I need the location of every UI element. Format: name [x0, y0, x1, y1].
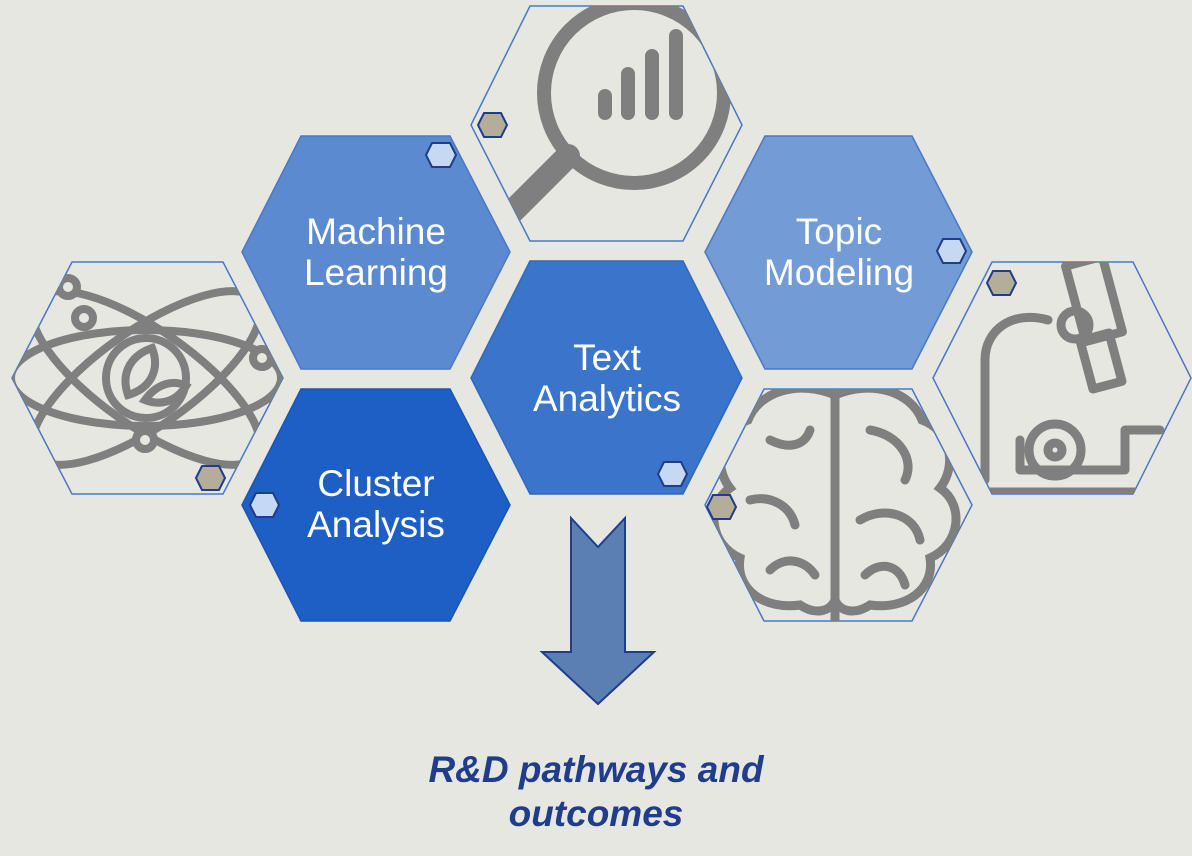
accent-hexagon	[194, 465, 227, 491]
outcome-caption: R&D pathways and outcomes	[296, 748, 896, 836]
accent-hexagon	[248, 492, 281, 518]
microscope-icon	[980, 262, 1185, 494]
accent-hexagon	[705, 494, 738, 520]
accent-hexagon	[985, 270, 1018, 296]
text-analytics-hexagon[interactable]	[470, 260, 743, 495]
machine-learning-line2: Learning	[303, 252, 448, 293]
accent-hexagon	[935, 238, 968, 264]
machine-learning-label: Machine Learning	[276, 211, 476, 293]
brain-icon	[709, 389, 961, 621]
machine-learning-hexagon[interactable]	[241, 135, 511, 370]
cluster-analysis-line1: Cluster	[317, 463, 435, 504]
cluster-analysis-line2: Analysis	[307, 504, 445, 545]
text-analytics-label: Text Analytics	[507, 337, 707, 419]
magnifier-chart-icon	[501, 6, 731, 223]
text-analytics-line1: Text	[573, 337, 641, 378]
machine-learning-line1: Machine	[306, 211, 446, 252]
accent-hexagon	[424, 142, 458, 168]
cluster-analysis-label: Cluster Analysis	[276, 463, 476, 545]
topic-modeling-line1: Topic	[795, 211, 883, 252]
brain-hexagon	[704, 388, 973, 622]
topic-modeling-hexagon[interactable]	[704, 135, 973, 370]
outcome-line1: R&D pathways and	[428, 749, 764, 790]
cluster-analysis-hexagon[interactable]	[241, 388, 511, 622]
topic-modeling-label: Topic Modeling	[739, 211, 939, 293]
accent-hexagon	[656, 461, 689, 487]
magnifier-chart-hexagon	[470, 5, 743, 242]
outcome-line2: outcomes	[508, 793, 684, 834]
accent-hexagon	[476, 112, 509, 138]
text-analytics-line2: Analytics	[532, 378, 682, 419]
topic-modeling-line2: Modeling	[763, 252, 915, 293]
microscope-hexagon	[932, 261, 1192, 495]
atom-leaf-hexagon	[11, 261, 284, 495]
down-arrow-icon	[539, 515, 657, 706]
